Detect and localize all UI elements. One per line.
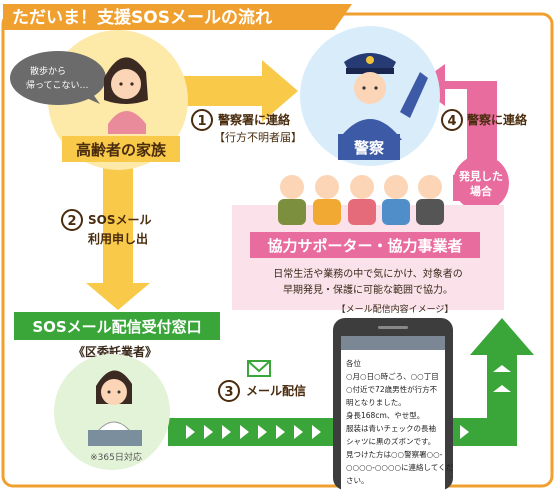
phone-line: 各位 — [346, 358, 361, 368]
title-banner — [3, 4, 352, 30]
sos-office-label-box — [14, 312, 220, 340]
found-line-1: 発見した — [458, 169, 503, 183]
arrow-family-to-office — [86, 162, 150, 310]
phone-line: 身長168cm、やせ型。 — [346, 410, 424, 420]
arrow-phone-to-supporters — [395, 318, 534, 446]
phone-line: シャツに黒のズボンです。 — [346, 436, 435, 446]
step-2-line-1: SOSメール — [88, 213, 152, 227]
phone-line: さい。 — [346, 476, 369, 485]
supporters-label-box — [250, 232, 480, 258]
speech-line-1: 散歩から — [30, 65, 66, 77]
family-label: 高齢者の家族 — [76, 141, 167, 159]
arrow-office-to-phone — [168, 418, 333, 446]
sos-office-label: SOSメール配信受付窓口 — [32, 318, 201, 336]
phone-screen — [341, 336, 445, 490]
phone-line: 服装は青いチェックの長袖 — [346, 423, 436, 433]
phone-line: 明となりました。 — [346, 398, 406, 407]
chevron-row — [186, 365, 511, 439]
mail-icon — [247, 360, 271, 377]
step-2-number-badge — [61, 209, 83, 231]
step-1-number: 1 — [197, 114, 206, 129]
family-label-box — [62, 136, 180, 162]
found-bubble — [453, 155, 509, 211]
supporters-label: 協力サポーター・協力事業者 — [267, 237, 462, 255]
step-3-number-badge — [218, 380, 240, 402]
supporters-desc-line-2: 早期発見・保護に可能な範囲で協力。 — [283, 283, 453, 296]
phone-caption: 【メール配信内容イメージ】 — [337, 303, 454, 315]
step-2-line-2: 利用申し出 — [88, 231, 148, 246]
operator-woman-icon — [88, 370, 142, 446]
sos-office-sub: 《区委託業者》 — [73, 344, 157, 359]
step-1-number-badge — [191, 109, 213, 131]
step-1-line-2: 【行方不明者届】 — [214, 130, 302, 144]
phone-header-bar — [341, 336, 445, 350]
step-4-number-badge — [441, 109, 463, 131]
phone-line: 見つけた方は○○警察署○○- — [346, 449, 443, 459]
step-3-number: 3 — [224, 385, 233, 400]
supporters-group-icon — [278, 175, 444, 225]
step-4-line-1: 警察に連絡 — [466, 112, 528, 127]
police-label-box — [338, 134, 400, 160]
family-woman-icon — [104, 57, 148, 134]
supporters-desc-line-1: 日常生活や業務の中で気にかけ、対象者の — [273, 267, 463, 280]
step-2-number: 2 — [67, 214, 76, 229]
page-title: ただいま！支援SOSメールの流れ — [12, 7, 272, 28]
phone-mail-text: 各位 ○月○日○時ごろ、○○丁目 ○付近で72歳男性が行方不 明となりました。 … — [346, 358, 454, 485]
arrow-family-to-police — [158, 60, 298, 122]
phone-line: ○月○日○時ごろ、○○丁目 — [346, 371, 439, 381]
speech-line-2: 帰ってこない… — [26, 79, 89, 91]
speech-bubble — [10, 51, 106, 105]
phone-line: ○付近で72歳男性が行方不 — [346, 384, 438, 394]
police-label: 警察 — [353, 139, 385, 157]
phone-line: ○○○○-○○○○に連絡してくだ — [346, 462, 454, 472]
phone-speaker — [378, 326, 408, 329]
sos-office-note: ※365日対応 — [90, 451, 142, 463]
step-3-line-1: メール配信 — [246, 383, 306, 398]
speech-bubble-tail — [82, 90, 100, 104]
found-line-2: 場合 — [470, 184, 493, 198]
step-1-line-1: 警察署に連絡 — [217, 112, 291, 127]
step-4-number: 4 — [447, 114, 456, 129]
